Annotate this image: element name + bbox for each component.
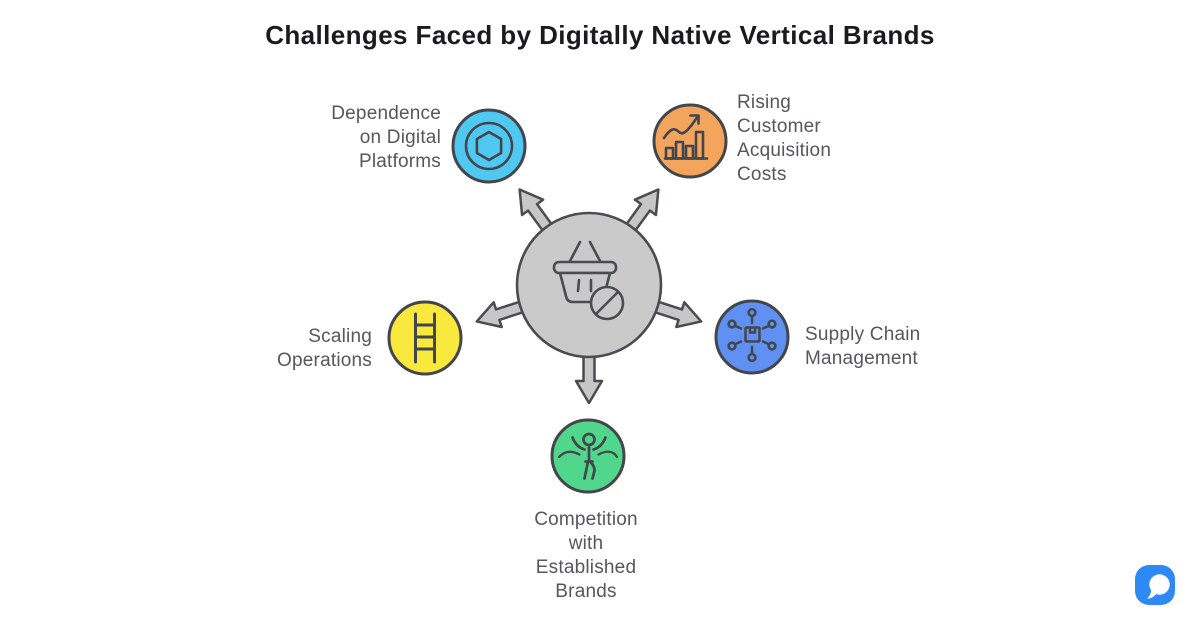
label-line: Management — [805, 348, 918, 369]
hub-diagram-svg — [475, 188, 703, 405]
label-scaling-operations: Scaling Operations — [172, 325, 372, 373]
node-competition — [548, 416, 628, 496]
rising-bar-chart-icon — [652, 103, 728, 179]
label-supply-chain-management: Supply Chain Management — [805, 323, 920, 371]
node-digital-platforms — [449, 106, 529, 186]
label-line: Rising — [737, 92, 791, 113]
piktochart-logo — [1135, 565, 1175, 605]
piktochart-logo-icon — [1135, 565, 1175, 605]
label-line: Costs — [737, 164, 787, 185]
label-line: Platforms — [358, 151, 441, 172]
label-line: Established — [535, 557, 637, 578]
label-rising-customer-acquisition-costs: Rising Customer Acquisition Costs — [737, 91, 831, 187]
label-line: on Digital — [359, 127, 441, 148]
ladder-icon — [387, 300, 463, 376]
label-line: Acquisition — [737, 140, 832, 161]
label-line: Operations — [277, 350, 372, 371]
label-line: with — [568, 533, 604, 554]
hexagon-platform-icon — [451, 108, 527, 184]
finish-line-winner-icon — [550, 418, 626, 494]
page-title: Challenges Faced by Digitally Native Ver… — [265, 20, 935, 50]
label-dependence-on-digital-platforms: Dependence on Digital Platforms — [236, 102, 441, 174]
label-line: Brands — [555, 581, 617, 602]
label-competition-with-established-brands: Competition with Established Brands — [486, 508, 686, 604]
node-customer-acquisition-costs — [650, 101, 730, 181]
label-line: Scaling — [308, 326, 372, 347]
label-line: Customer — [737, 116, 821, 137]
node-supply-chain — [712, 297, 792, 377]
label-line: Supply Chain — [805, 324, 921, 345]
supply-network-icon — [714, 299, 790, 375]
prohibition-icon — [589, 285, 625, 321]
central-hub — [469, 165, 709, 405]
node-scaling-operations — [385, 298, 465, 378]
label-line: Dependence — [331, 103, 441, 124]
label-line: Competition — [534, 509, 638, 530]
